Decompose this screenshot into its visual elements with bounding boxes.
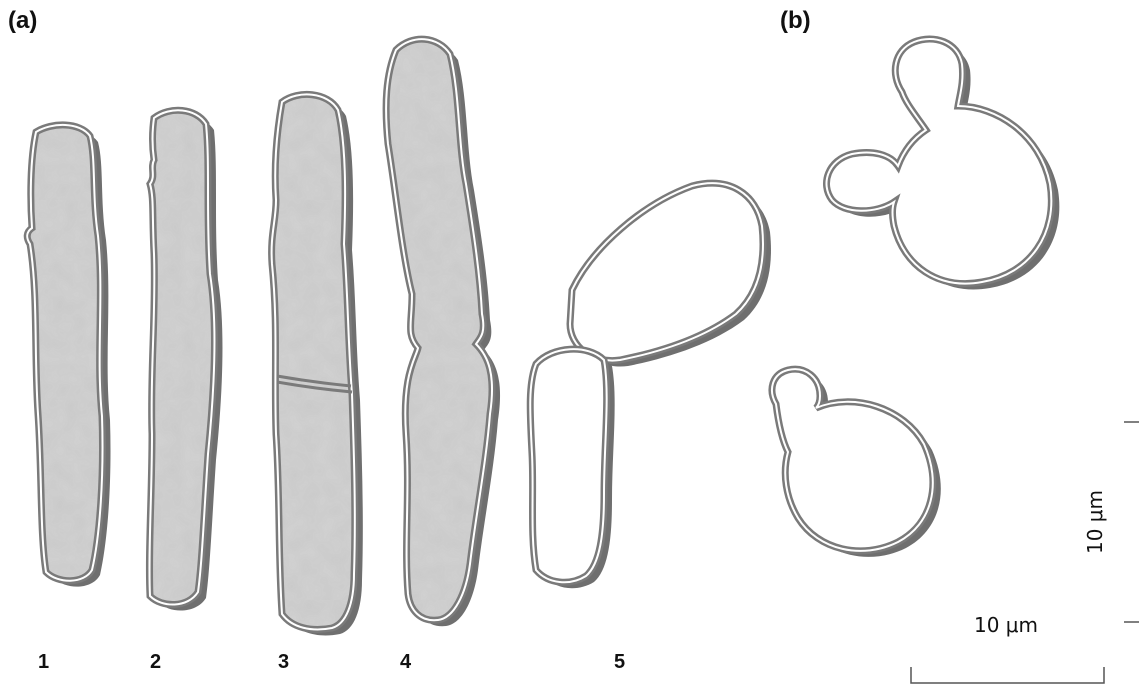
cell-label-2: 2 xyxy=(150,651,161,673)
rod-cell-2 xyxy=(149,110,222,610)
budding-cell-upper xyxy=(826,39,1059,290)
cell-label-1: 1 xyxy=(38,651,49,673)
vertical-scale-bar: 10 μm xyxy=(1083,422,1139,622)
horizontal-scale-label: 10 μm xyxy=(974,613,1038,637)
rod-cell-4 xyxy=(386,39,500,626)
cell-label-4: 4 xyxy=(400,651,412,673)
budding-cell-lower xyxy=(772,369,941,557)
cell-label-3: 3 xyxy=(278,651,289,673)
panel-b-label: (b) xyxy=(780,7,811,34)
rod-cell-3 xyxy=(272,94,363,635)
vertical-scale-label: 10 μm xyxy=(1083,490,1107,554)
cell-label-5: 5 xyxy=(614,651,625,673)
rod-cell-5-lower xyxy=(530,349,614,588)
rod-cell-5-upper xyxy=(570,183,771,366)
rod-cell-1 xyxy=(27,125,110,587)
panel-a-label: (a) xyxy=(8,7,37,34)
horizontal-scale-bar: 10 μm xyxy=(911,613,1104,683)
